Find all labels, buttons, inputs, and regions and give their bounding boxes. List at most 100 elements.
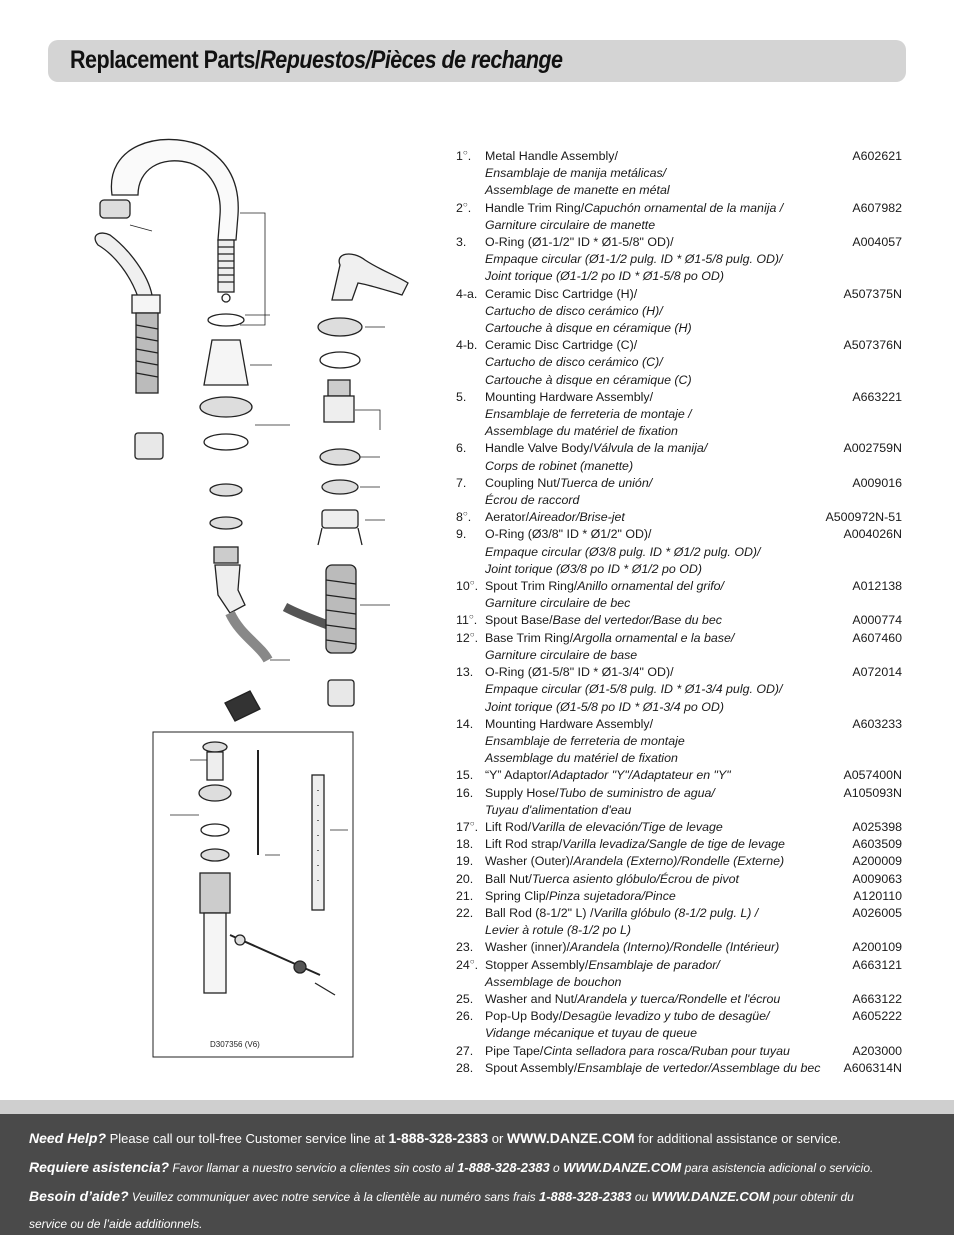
parts-list-item: 17○.Lift Rod/Varilla de elevación/Tige d… [456,819,904,836]
supply-hose-illustration [225,610,273,663]
gasket-illustration [209,483,243,497]
part-description: Mounting Hardware Assembly/ [485,389,654,404]
part-code: A120110 [853,888,902,903]
part-description: Aerator/Aireador/Brise-jet [485,510,625,525]
part-code: A057400N [843,768,902,783]
part-number: 28. [456,1060,474,1075]
part-description: “Y” Adaptor/Adaptador "Y"/Adaptateur en … [485,768,731,783]
part-translation: Ensamblaje de ferreteria de montaje / [485,407,692,422]
part-description: Ceramic Disc Cartridge (C)/ [485,338,638,353]
part-translation: Levier à rotule (8-1/2 po L) [485,923,632,938]
part-code: A012138 [852,579,902,594]
finish-mark-icon: ○ [462,148,468,157]
right-coupling-nut-illustration [327,679,355,707]
part-description: Handle Trim Ring/Capuchón ornamental de … [485,200,784,215]
parts-list-item: 13.O-Ring (Ø1-5/8" ID * Ø1-3/4" OD)/A072… [456,664,904,716]
left-coupling-nut-illustration [134,432,164,460]
parts-list-item: 3.O-Ring (Ø1-1/2" ID * Ø1-5/8" OD)/A0040… [456,234,904,286]
phone-number-en[interactable]: 1-888-328-2383 [388,1130,489,1146]
parts-list-item: 15. “Y” Adaptor/Adaptador "Y"/Adaptateur … [456,767,904,784]
part-number: 15. [456,768,474,783]
title-en: Replacement Parts/ [70,46,261,74]
parts-list-item: 18.Lift Rod strap/Varilla levadiza/Sangl… [456,836,904,853]
right-washer-illustration [321,479,359,495]
help-line-en: Need Help? Please call our toll-free Cus… [29,1130,842,1146]
part-translation: Assemblage de manette en métal [485,183,670,198]
part-description: Supply Hose/Tubo de suministro de agua/ [485,785,715,800]
pipe-tape-illustration [224,690,261,722]
website-link-fr[interactable]: WWW.DANZE.COM [651,1189,770,1204]
parts-list-item: 10○.Spout Trim Ring/Anillo ornamental de… [456,578,904,612]
part-description: Lift Rod/Varilla de elevación/Tige de le… [485,819,723,834]
part-description: Washer and Nut/Arandela y tuerca/Rondell… [485,991,781,1006]
part-translation: Joint torique (Ø1-5/8 po ID * Ø1-3/4 po … [485,699,724,714]
phone-number-es[interactable]: 1-888-328-2383 [457,1160,550,1175]
finish-mark-icon: ○ [469,629,475,639]
footer-divider [0,1100,954,1114]
part-number: 19. [456,854,474,869]
part-translation: Garniture circulaire de base [485,647,638,662]
help-line-fr: Besoin d’aide? Veuillez communiquer avec… [29,1188,854,1204]
help-label-es: Requiere asistencia? [29,1159,170,1175]
part-description: Metal Handle Assembly/ [485,149,618,163]
part-description: Mounting Hardware Assembly/ [485,716,654,731]
part-description: Ball Nut/Tuerca asiento glóbulo/Écrou de… [485,871,739,886]
left-handle-illustration [94,232,153,298]
phone-number-fr[interactable]: 1-888-328-2383 [539,1189,632,1204]
part-number: 2○. [456,199,472,215]
part-code: A606314N [843,1060,902,1075]
part-code: A004026N [843,527,902,542]
part-code: A072014 [852,665,902,680]
part-description: Ceramic Disc Cartridge (H)/ [485,286,638,301]
part-number: 6. [456,441,467,456]
part-number: 3. [456,235,467,250]
part-translation: Assemblage du matériel de fixation [485,424,678,439]
part-code: A603509 [852,837,902,852]
help-label-en: Need Help? [29,1130,107,1146]
part-description: Spout Assembly/Ensamblaje de vertedor/As… [485,1060,821,1075]
part-code: A200009 [852,854,902,869]
ball-rod-illustration [229,934,336,996]
finish-mark-icon: ○ [468,612,474,622]
website-link-en[interactable]: WWW.DANZE.COM [506,1130,635,1146]
finish-mark-icon: ○ [469,578,475,588]
lift-rod-strap-illustration [311,774,325,911]
part-description: Coupling Nut/Tuerca de unión/ [485,475,653,490]
part-code: A000774 [852,613,902,628]
page-title: Replacement Parts/Repuestos/Pièces de re… [70,46,563,75]
part-translation: Cartucho de disco cerámico (H)/ [485,303,663,318]
part-description: Washer (inner)/Arandela (Interno)/Rondel… [485,940,780,955]
pop-up-ring-a-illustration [200,823,230,837]
part-number: 16. [456,785,474,800]
stopper-illustration [202,741,228,781]
part-number: 21. [456,888,474,903]
part-number: 4-b. [456,338,478,353]
part-translation: Joint torique (Ø3/8 po ID * Ø1/2 po OD) [485,561,702,576]
parts-list-item: 23.Washer (inner)/Arandela (Interno)/Ron… [456,939,904,956]
part-number: 24○. [456,956,479,972]
part-number: 18. [456,837,474,852]
right-valve-body-illustration [325,564,357,654]
part-translation: Empaque circular (Ø1-1/2 pulg. ID * Ø1-5… [485,252,783,267]
part-code: A605222 [852,1009,902,1024]
parts-list-item: 12○.Base Trim Ring/Argolla ornamental e … [456,630,904,664]
part-code: A200109 [852,940,902,955]
ceramic-cartridge-illustration [323,379,355,423]
part-translation: Ensamblaje de ferreteria de montaje [485,733,685,748]
part-code: A507376N [843,338,902,353]
nut-illustration [213,546,239,564]
part-number: 13. [456,665,474,680]
part-translation: Garniture circulaire de bec [485,596,631,611]
finish-mark-icon: ○ [469,818,475,828]
website-link-es[interactable]: WWW.DANZE.COM [563,1160,682,1175]
header-bar: Replacement Parts/Repuestos/Pièces de re… [48,40,906,82]
part-number: 5. [456,389,467,404]
part-description: O-Ring (Ø1-1/2" ID * Ø1-5/8" OD)/ [485,235,674,250]
part-code: A603233 [852,716,902,731]
pop-up-flange-illustration [198,784,232,802]
part-code: A663221 [852,389,902,404]
parts-list-item: 19.Washer (Outer)/Arandela (Externo)/Ron… [456,853,904,870]
part-code: A009063 [852,871,902,886]
